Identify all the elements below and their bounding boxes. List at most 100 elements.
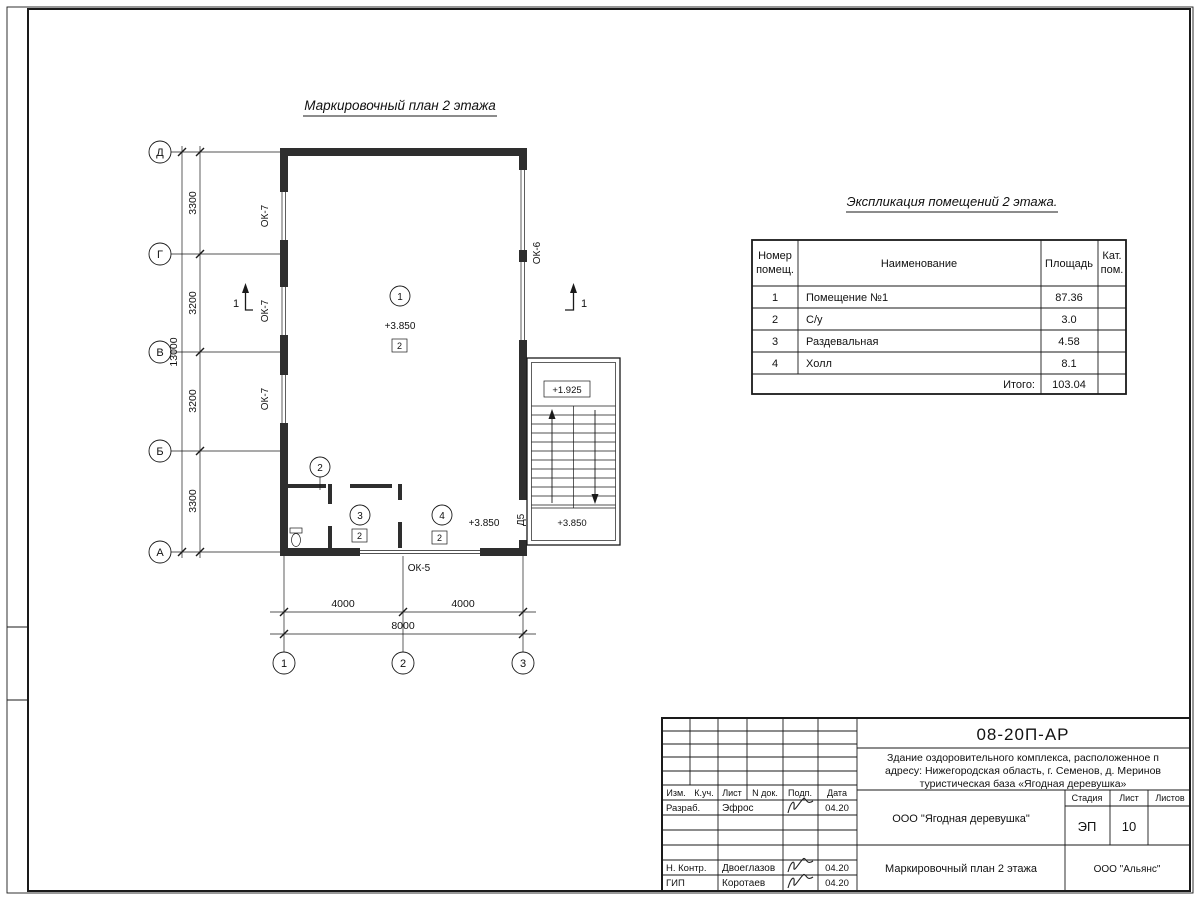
elevation-stair-mid: +1.925 bbox=[552, 385, 581, 396]
dim-left-2: 3200 bbox=[187, 291, 199, 315]
tb-header-izm: Изм. bbox=[666, 788, 685, 798]
room-number-1: 1 bbox=[397, 292, 403, 303]
room-number-4: 4 bbox=[439, 511, 445, 522]
schedule-header-area: Площадь bbox=[1045, 258, 1093, 270]
tb-header-ndok: N док. bbox=[752, 788, 778, 798]
schedule-total-row: Итого: 103.04 bbox=[1003, 379, 1086, 391]
tb-row-gip: ГИП Коротаев 04.20 bbox=[666, 873, 849, 889]
doc-number: 08-20П-АР bbox=[976, 725, 1069, 744]
window-mark-ok7-3: ОК-7 bbox=[260, 387, 271, 410]
schedule-row-2: 2 С/у 3.0 bbox=[772, 314, 1077, 326]
tb-header-kuch: К.уч. bbox=[694, 788, 713, 798]
axis-col-2: 2 bbox=[400, 658, 406, 670]
section-label-left: 1 bbox=[233, 298, 239, 310]
tb-company: ООО "Альянс" bbox=[1094, 864, 1161, 875]
toilet-fixture bbox=[289, 527, 303, 547]
schedule-row-2-name: С/у bbox=[806, 314, 823, 326]
tb-row-nkontr: Н. Контр. Двоеглазов 04.20 bbox=[666, 857, 849, 874]
schedule-row-1: 1 Помещение №1 87.36 bbox=[772, 292, 1083, 304]
schedule-title: Экспликация помещений 2 этажа. bbox=[847, 194, 1058, 209]
stair-direction-arrows bbox=[548, 409, 599, 504]
elevation-hall: +3.850 bbox=[469, 518, 500, 529]
dim-left-1: 3300 bbox=[187, 191, 199, 215]
elevation-stair-landing: +3.850 bbox=[557, 518, 586, 529]
stair-annex: +1.925 +3.850 Д5 bbox=[516, 357, 621, 546]
dim-left-total: 13000 bbox=[168, 337, 180, 366]
axis-col-1: 1 bbox=[281, 658, 287, 670]
schedule-header-num-1: Номер bbox=[758, 250, 792, 262]
schedule-row-4-area: 8.1 bbox=[1061, 358, 1076, 370]
schedule-total-value: 103.04 bbox=[1052, 379, 1086, 391]
dim-bottom-2: 4000 bbox=[451, 598, 475, 610]
window-mark-ok7-2: ОК-7 bbox=[260, 299, 271, 322]
schedule-row-1-num: 1 bbox=[772, 292, 778, 304]
tb-sheet-value: 10 bbox=[1122, 819, 1136, 834]
finish-tag-room1: 2 bbox=[397, 341, 402, 351]
schedule-header-cat-1: Кат. bbox=[1102, 250, 1121, 262]
project-line-3: туристическая база «Ягодная деревушка» bbox=[920, 778, 1127, 790]
door-mark-d5: Д5 bbox=[516, 513, 527, 526]
schedule-header-cat-2: пом. bbox=[1101, 264, 1124, 276]
tb-client: ООО "Ягодная деревушка" bbox=[892, 813, 1030, 825]
project-line-1: Здание оздоровительного комплекса, распо… bbox=[887, 752, 1159, 764]
schedule-row-3: 3 Раздевальная 4.58 bbox=[772, 336, 1080, 348]
tb-stage-label: Стадия bbox=[1072, 793, 1103, 803]
tb-date-gip: 04.20 bbox=[825, 878, 849, 889]
schedule-row-3-area: 4.58 bbox=[1058, 336, 1079, 348]
tb-role-razrab: Разраб. bbox=[666, 803, 700, 814]
tb-role-nkontr: Н. Контр. bbox=[666, 863, 706, 874]
tb-header-data: Дата bbox=[827, 788, 847, 798]
schedule-header-num-2: помещ. bbox=[756, 264, 794, 276]
window-mark-ok7-1: ОК-7 bbox=[260, 204, 271, 227]
room-tags: 1 +3.850 2 2 3 2 4 2 +3.850 bbox=[309, 285, 500, 545]
signature-nkontr bbox=[787, 857, 814, 873]
windows: ОК-7 ОК-7 ОК-7 ОК-6 ОК-5 bbox=[260, 170, 543, 574]
plan-title-text: Маркировочный план 2 этажа bbox=[304, 98, 496, 113]
tb-date-nkontr: 04.20 bbox=[825, 863, 849, 874]
tb-name-korotaev: Коротаев bbox=[722, 878, 765, 889]
tb-name-efros: Эфрос bbox=[722, 802, 754, 814]
room-number-3: 3 bbox=[357, 511, 363, 522]
schedule-row-4-num: 4 bbox=[772, 358, 778, 370]
tb-header-podp: Подп. bbox=[788, 788, 812, 798]
exterior-walls bbox=[280, 148, 527, 556]
section-label-right: 1 bbox=[581, 298, 587, 310]
tb-sheets-label: Листов bbox=[1155, 793, 1184, 803]
axis-col-3: 3 bbox=[520, 658, 526, 670]
tb-header-list: Лист bbox=[722, 788, 742, 798]
tb-stage-value: ЭП bbox=[1078, 819, 1097, 834]
project-line-2: адресу: Нижегородская область, г. Семено… bbox=[885, 765, 1161, 777]
dim-left-4: 3300 bbox=[187, 489, 199, 513]
axis-row-g: Г bbox=[157, 249, 163, 261]
schedule-row-2-num: 2 bbox=[772, 314, 778, 326]
finish-tag-room3: 2 bbox=[357, 531, 362, 541]
schedule-row-1-area: 87.36 bbox=[1055, 292, 1083, 304]
schedule-header-name: Наименование bbox=[881, 258, 957, 270]
tb-date-razrab: 04.20 bbox=[825, 803, 849, 814]
elevation-main: +3.850 bbox=[385, 321, 416, 332]
left-dimensions: 3300 3200 3200 3300 13000 bbox=[168, 146, 205, 558]
schedule-row-1-name: Помещение №1 bbox=[806, 292, 888, 304]
tb-drawing-name: Маркировочный план 2 этажа bbox=[885, 863, 1038, 875]
axis-row-a: А bbox=[156, 547, 164, 559]
dim-bottom-1: 4000 bbox=[331, 598, 355, 610]
bottom-axes: 4000 4000 8000 1 2 3 bbox=[270, 556, 536, 675]
dim-bottom-total: 8000 bbox=[391, 620, 415, 632]
tb-sheet-label: Лист bbox=[1119, 793, 1139, 803]
signature-gip bbox=[787, 873, 814, 889]
schedule-row-2-area: 3.0 bbox=[1061, 314, 1076, 326]
partitions bbox=[288, 484, 402, 548]
sheet-frame bbox=[6, 6, 1194, 894]
signature-razrab bbox=[787, 797, 814, 814]
schedule-row-3-num: 3 bbox=[772, 336, 778, 348]
axis-row-v: В bbox=[156, 347, 163, 359]
axis-row-d: Д bbox=[156, 147, 164, 159]
schedule-row-4: 4 Холл 8.1 bbox=[772, 358, 1077, 370]
section-marks: 1 1 bbox=[233, 283, 587, 311]
room-schedule: Экспликация помещений 2 этажа. Номер пом… bbox=[751, 194, 1127, 395]
title-block: 08-20П-АР Здание оздоровительного компле… bbox=[661, 717, 1191, 892]
tb-row-razrab: Разраб. Эфрос 04.20 bbox=[666, 797, 849, 814]
tb-name-dvoeglazov: Двоеглазов bbox=[722, 863, 775, 874]
